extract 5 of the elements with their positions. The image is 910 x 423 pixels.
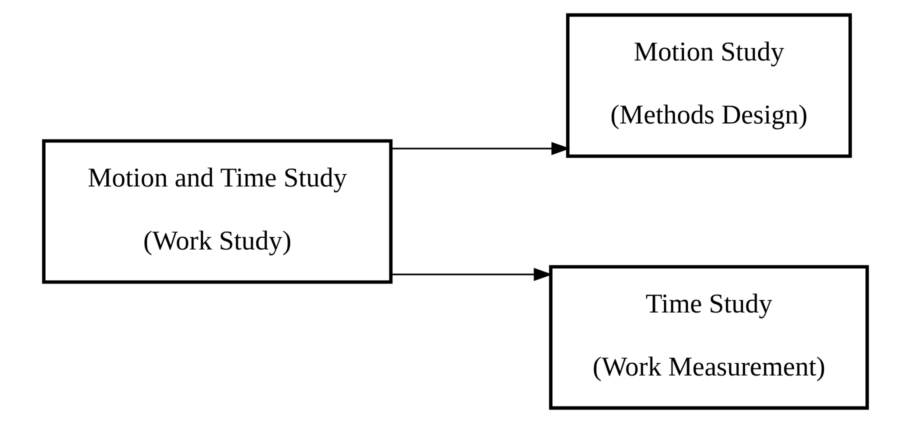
node-box: Motion Study (Methods Design) [566,13,852,158]
node-box: Time Study (Work Measurement) [548,265,868,410]
arrow [390,142,570,156]
node-box: Motion and Time Study (Work Study) [42,139,392,284]
arrow [390,268,552,281]
